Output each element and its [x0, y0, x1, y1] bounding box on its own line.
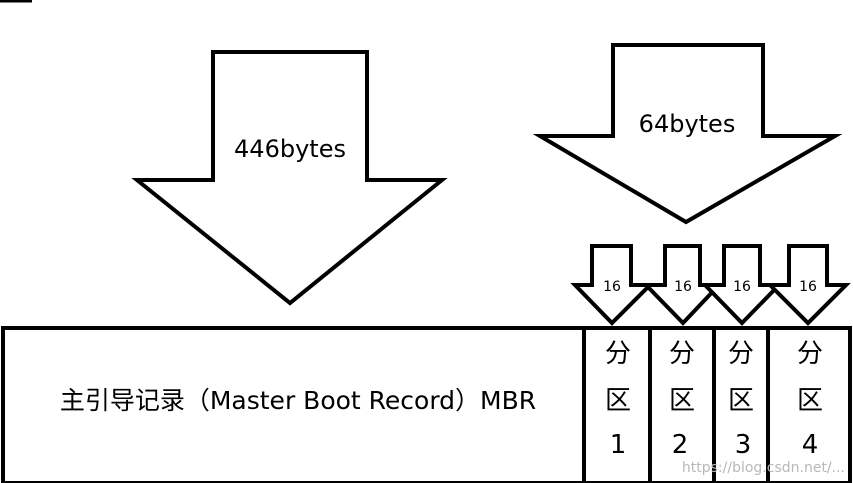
- partition-cell-2: 分 区 2: [669, 339, 695, 460]
- partition-table-arrow-64: [532, 43, 843, 225]
- partition-entry-label-4: 16: [799, 279, 817, 295]
- partition-entry-arrow-2: [641, 244, 724, 326]
- partition-4-line2: 区: [797, 386, 823, 416]
- partition-4-line1: 分: [797, 339, 823, 369]
- partition-4-number: 4: [802, 430, 819, 460]
- mbr-label: 主引导记录（Master Boot Record）MBR: [60, 386, 536, 415]
- partition-entry-arrow-1: [570, 244, 655, 326]
- mbr-bytes-label: 446bytes: [234, 135, 346, 163]
- partition-entry-arrows: 16 16 16 16: [570, 244, 851, 326]
- partition-1-line2: 区: [605, 386, 631, 416]
- partition-entry-arrow-3: [700, 244, 784, 326]
- partition-1-number: 1: [610, 430, 627, 460]
- partition-cell-1: 分 区 1: [605, 339, 631, 460]
- partition-entry-label-3: 16: [733, 279, 751, 295]
- partition-2-line1: 分: [669, 339, 695, 369]
- partition-cell-4: 分 区 4: [797, 339, 823, 460]
- partition-1-line1: 分: [605, 339, 631, 369]
- partition-cell-3: 分 区 3: [728, 339, 754, 460]
- partition-3-number: 3: [735, 430, 752, 460]
- partition-entry-label-1: 16: [603, 279, 621, 295]
- mbr-sector-box: [1, 326, 852, 483]
- partition-2-number: 2: [672, 430, 689, 460]
- partition-entry-arrow-4: [765, 244, 851, 326]
- watermark: https://blog.csdn.net/...: [682, 460, 845, 476]
- partition-2-line2: 区: [669, 386, 695, 416]
- partition-3-line2: 区: [728, 386, 754, 416]
- partition-3-line1: 分: [728, 339, 754, 369]
- partition-table-bytes-label: 64bytes: [639, 110, 736, 138]
- mbr-arrow-446: [131, 50, 448, 306]
- partition-entry-label-2: 16: [674, 279, 692, 295]
